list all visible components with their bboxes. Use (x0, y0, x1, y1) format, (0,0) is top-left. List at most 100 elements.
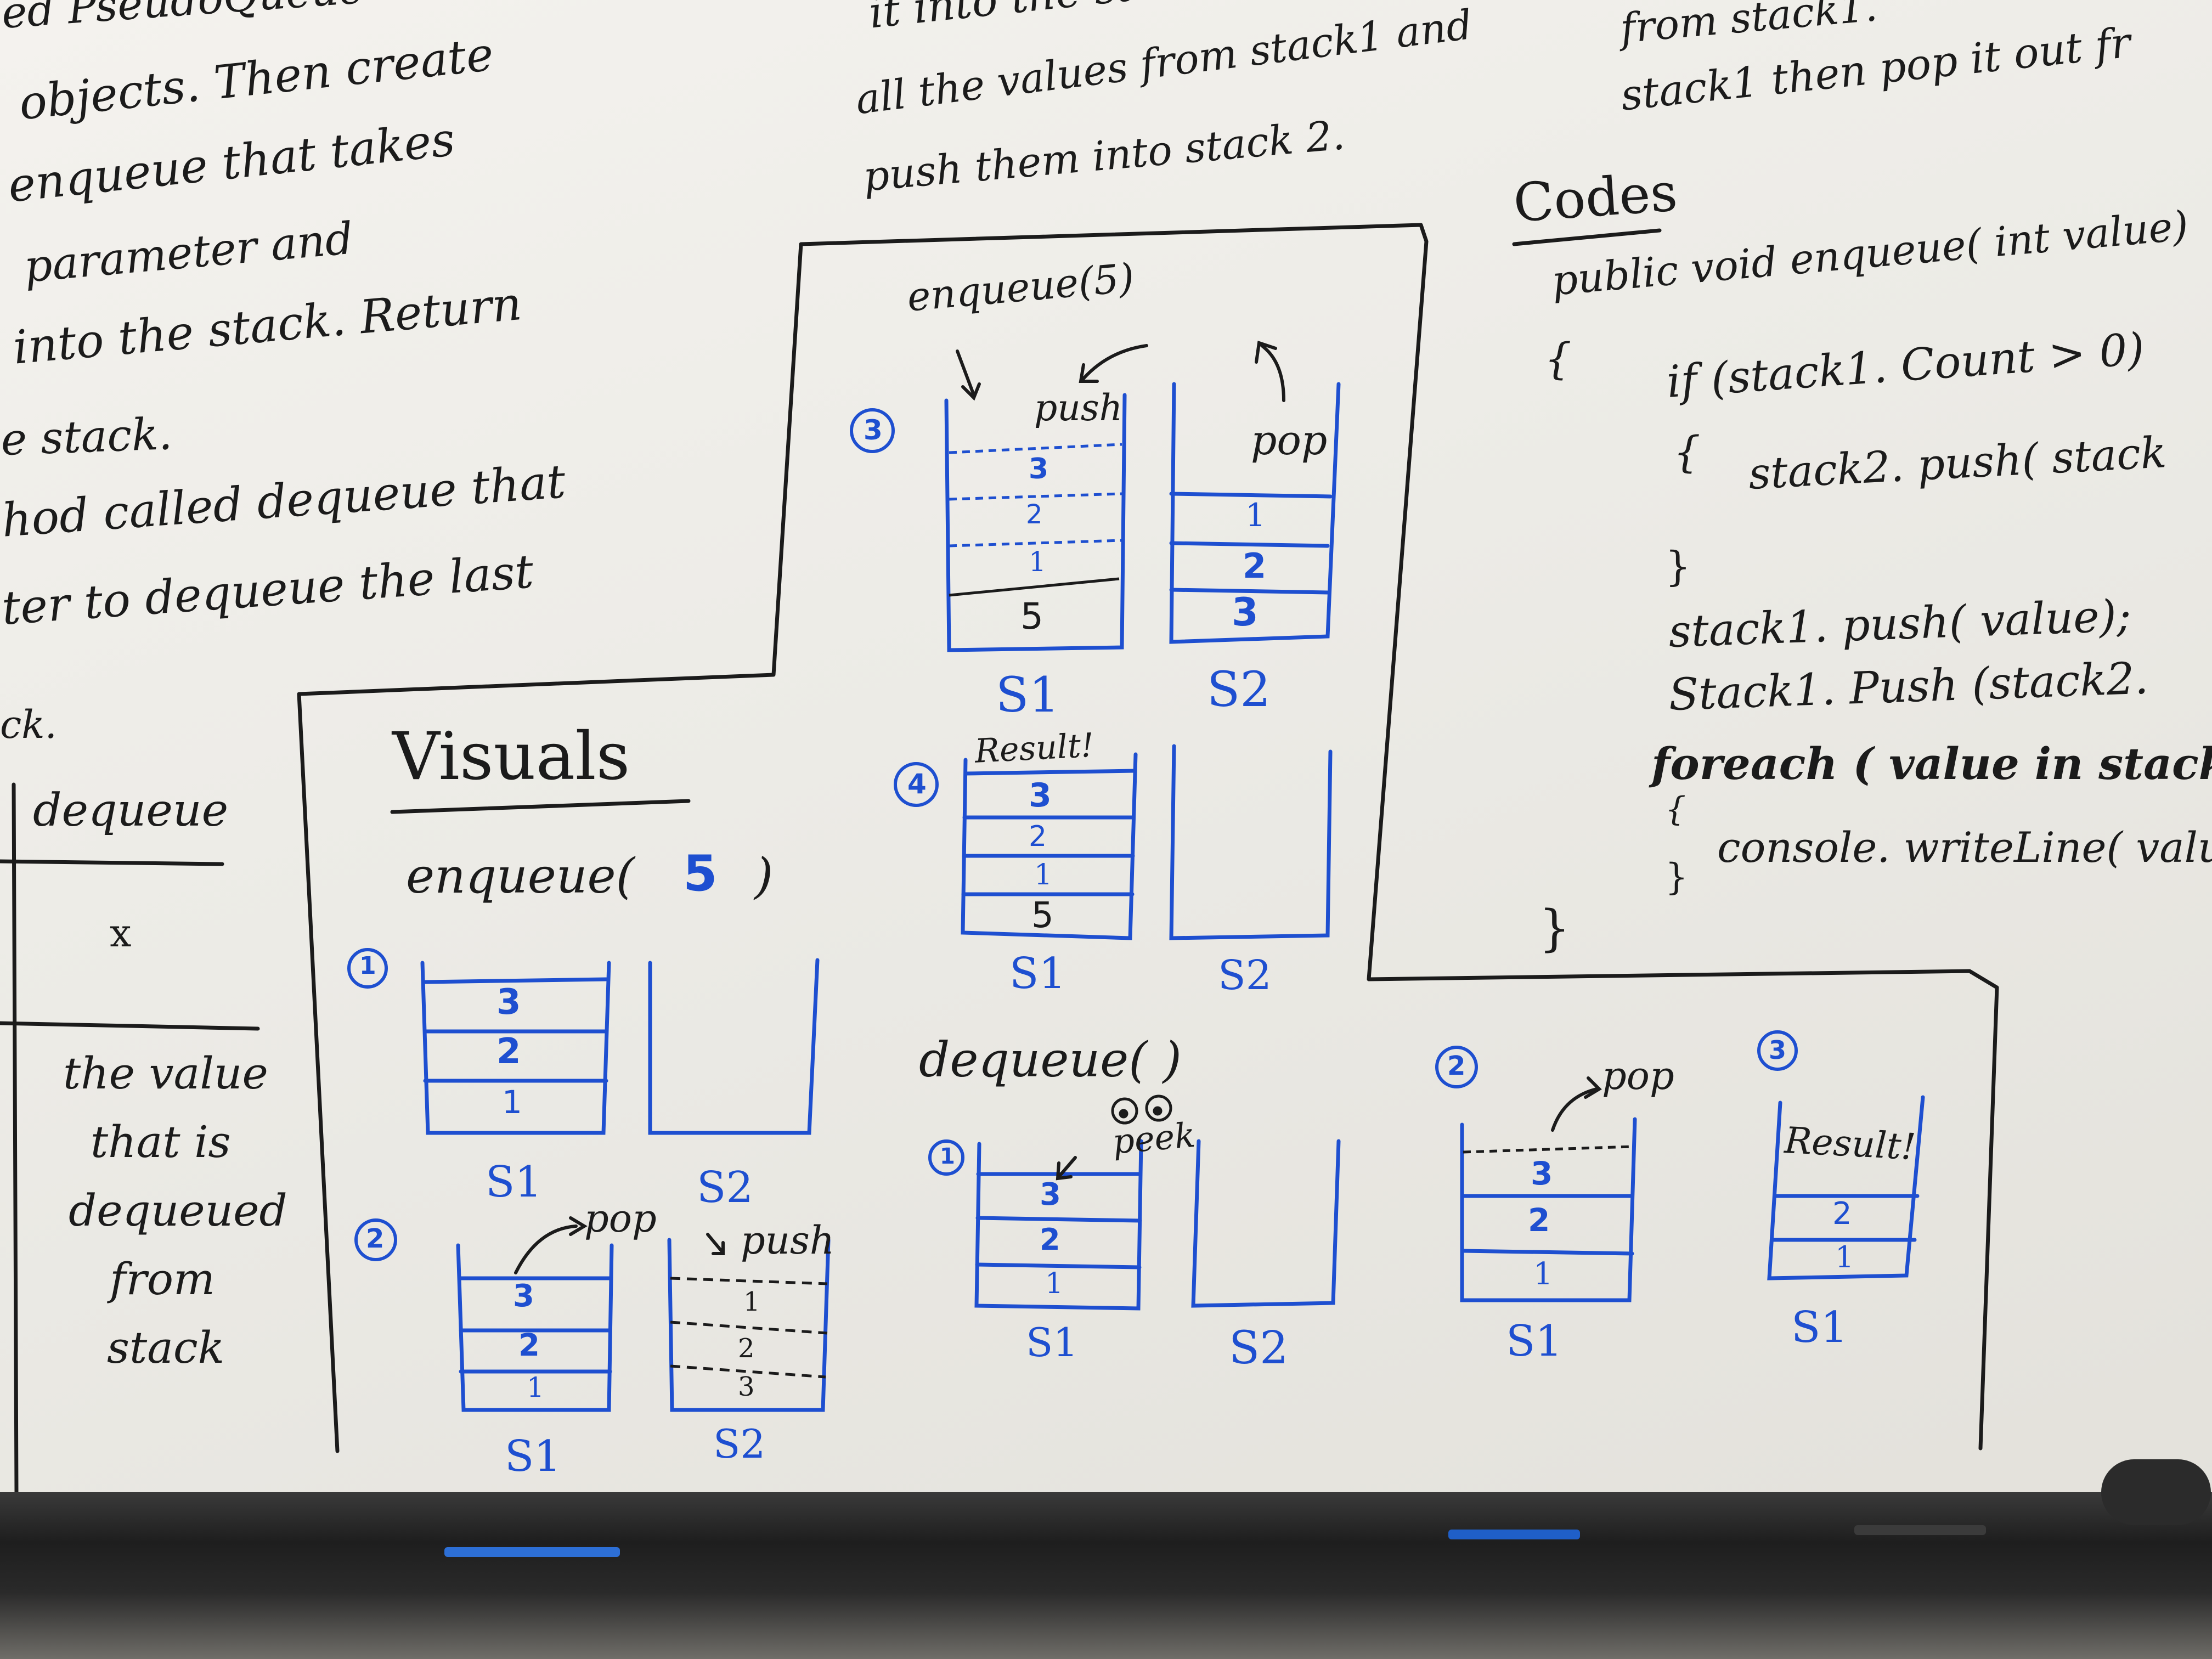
enq3-s1-value: 3 (1029, 453, 1049, 486)
enq-step-4-number: 4 (907, 768, 927, 800)
enq4-s1-value: 5 (1031, 895, 1054, 936)
deq3-s1-label: S1 (1791, 1303, 1848, 1352)
enq4-s1-value: 2 (1029, 820, 1047, 853)
enq2-s1-value: 2 (518, 1328, 540, 1363)
deq-step-2-number: 2 (1447, 1051, 1466, 1081)
code-line-12: } (1539, 900, 1571, 957)
code-line-9: { (1665, 790, 1686, 828)
drawing-layer (0, 223, 1999, 1494)
enq3-pop-label: pop (1251, 417, 1328, 464)
enq2-dashes (670, 1277, 828, 1379)
code-line-11: } (1665, 856, 1688, 898)
code-line-8: foreach ( value in stack (1651, 738, 2212, 789)
eraser[interactable] (2101, 1459, 2211, 1525)
enq2-s1-label: S1 (505, 1432, 562, 1481)
enq3-s1-value: 1 (1029, 546, 1046, 578)
code-line-5: } (1665, 543, 1691, 590)
enq3-s1-label: S1 (996, 667, 1060, 723)
enq2-s2-value: 1 (743, 1286, 760, 1317)
whiteboard: ed PseudoQueue objects. Then create enqu… (0, 0, 2212, 1525)
deq1-s1-label: S1 (1026, 1319, 1079, 1365)
table-vertical-line (12, 782, 19, 1494)
black-marker[interactable] (1854, 1525, 1986, 1535)
codes-title: Codes (1511, 161, 1679, 234)
table-desc-2: dequeued (69, 1185, 287, 1236)
enqueue-close: ) (754, 848, 774, 904)
marker-tray (0, 1459, 2212, 1659)
enq2-s2-value: 3 (738, 1372, 755, 1402)
enq2-stacks (456, 1238, 831, 1412)
enq3-s1-value: 2 (1026, 499, 1043, 530)
enq1-s1-value: 1 (502, 1084, 522, 1121)
enq3-stacks (944, 382, 1341, 652)
step-circles (347, 408, 1798, 1261)
enq3-s2-value: 1 (1245, 496, 1266, 534)
dequeue-call-label: dequeue( ) (919, 1031, 1182, 1088)
table-desc-3: from (110, 1254, 215, 1305)
deq1-peek-label: peek (1111, 1114, 1197, 1162)
enq3-push-label: push (1034, 387, 1123, 429)
blue-marker[interactable] (444, 1547, 620, 1557)
deq1-s1-value: 3 (1040, 1177, 1061, 1212)
deq2-stacks (1460, 1117, 1637, 1302)
table-header: dequeue (33, 785, 229, 837)
enqueue-value: 5 (683, 845, 718, 902)
enqueue-call-label: enqueue( (406, 848, 635, 904)
enq4-result-label: Result! (974, 726, 1095, 771)
enq4-s1-value: 1 (1034, 859, 1053, 891)
table-desc-4: stack (107, 1322, 225, 1373)
enq1-s1-value: 3 (496, 982, 521, 1023)
enq3-lines (949, 577, 1120, 597)
visuals-border (297, 223, 1999, 1453)
blue-marker[interactable] (1448, 1530, 1580, 1539)
deq3-s1-value: 1 (1835, 1240, 1854, 1274)
code-line-1: { (1544, 335, 1572, 384)
table-row-line-1 (0, 859, 224, 866)
code-line-10: console. writeLine( valu (1717, 823, 2212, 872)
enq2-s2-label: S2 (713, 1421, 766, 1467)
codes-underline (1512, 228, 1662, 246)
deq3-s1-value: 2 (1832, 1196, 1852, 1232)
deq1-s2-label: S2 (1229, 1322, 1289, 1374)
enq2-push-label: push (741, 1218, 834, 1263)
table-desc-1: that is (91, 1116, 231, 1167)
left-line-8: ck. (0, 702, 57, 747)
deq-step-3-number: 3 (1769, 1035, 1787, 1065)
arrows (514, 341, 1602, 1274)
enq4-s1-label: S1 (1009, 949, 1066, 998)
deq2-s1-label: S1 (1506, 1317, 1563, 1366)
deq3-result-label: Result! (1783, 1119, 1917, 1169)
deq2-s1-value: 3 (1531, 1155, 1553, 1192)
visuals-underline (390, 799, 691, 814)
table-desc-0: the value (63, 1048, 268, 1099)
enq-step-1-number: 1 (359, 952, 376, 980)
enq2-s2-value: 2 (738, 1333, 755, 1364)
deq2-s1-value: 1 (1533, 1256, 1553, 1292)
deq2-s1-value: 2 (1528, 1201, 1550, 1239)
left-line-5: e stack. (0, 408, 173, 465)
deq2-pop-label: pop (1602, 1053, 1674, 1098)
deq1-stacks (974, 1139, 1341, 1311)
enq3-s2-value: 3 (1232, 590, 1259, 635)
deq1-s1-value: 2 (1040, 1222, 1060, 1257)
enq1-stacks (420, 958, 820, 1135)
code-line-3: { (1673, 428, 1701, 477)
visuals-title: Visuals (392, 719, 630, 795)
deq3-stacks (1767, 1095, 1925, 1280)
enq-step-3-number: 3 (864, 414, 883, 446)
enq4-stacks (961, 744, 1333, 940)
table-row-line-2 (0, 1021, 260, 1031)
deq1-s1-value: 1 (1045, 1267, 1064, 1300)
deq-step-1-number: 1 (940, 1144, 955, 1169)
enq3-s2-value: 2 (1243, 546, 1267, 586)
eyes-icon (1111, 1094, 1172, 1125)
enq3-dashes (949, 443, 1122, 548)
enq-step-2-number: 2 (366, 1223, 385, 1254)
enq2-s1-value: 3 (513, 1278, 534, 1314)
enq1-s1-label: S1 (486, 1158, 543, 1207)
enq3-s1-value: 5 (1020, 595, 1043, 637)
enq1-s2-label: S2 (697, 1163, 754, 1212)
table-cell-x: x (110, 911, 132, 956)
deq2-dashes (1463, 1145, 1633, 1154)
enq4-s1-value: 3 (1029, 776, 1052, 815)
